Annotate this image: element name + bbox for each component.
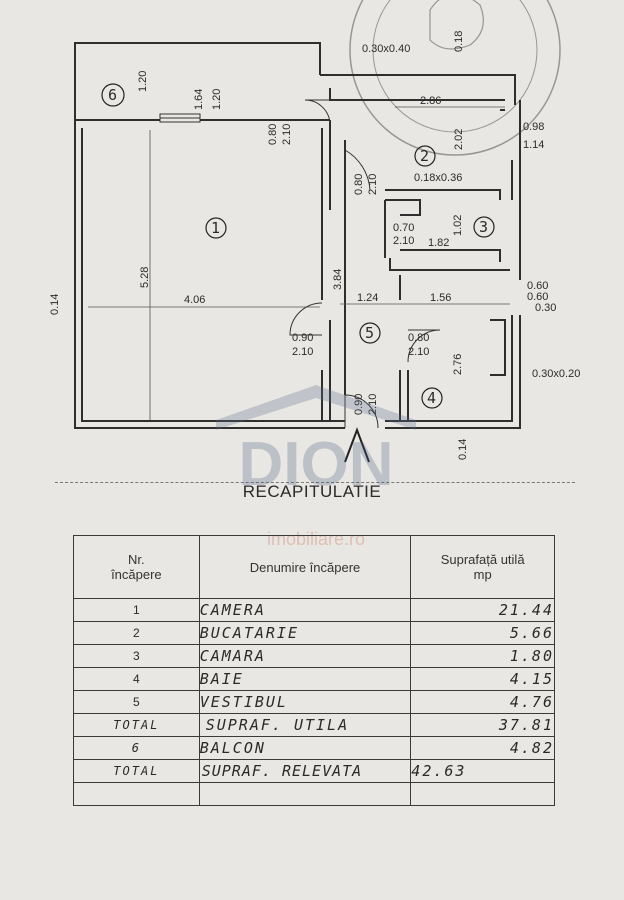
cell-name: CAMERA bbox=[198, 598, 412, 622]
cell-name: BAIE bbox=[198, 667, 412, 691]
table-row: 4 BAIE 4.15 bbox=[73, 667, 555, 691]
dim-label: 0.98 bbox=[523, 121, 544, 133]
dim-label: 0.70 bbox=[393, 222, 414, 234]
table-row: 1 CAMERA 21.44 bbox=[73, 598, 555, 622]
cell-name: SUPRAF. UTILA bbox=[198, 713, 412, 737]
dim-label: 4.06 bbox=[184, 294, 205, 306]
table-row-total-surveyed: TOTAL SUPRAF. RELEVATA 42.63 bbox=[73, 759, 555, 783]
divider bbox=[55, 482, 575, 483]
recap-table: Nr. încăpere Denumire încăpere Suprafață… bbox=[73, 535, 555, 806]
table-row: 5 VESTIBUL 4.76 bbox=[73, 690, 555, 714]
cell-nr: 5 bbox=[73, 690, 200, 714]
room-4-label: 4 bbox=[427, 389, 436, 407]
dim-label: 2.76 bbox=[452, 354, 464, 375]
cell-area: 42.63 bbox=[410, 759, 555, 783]
cell-nr: TOTAL bbox=[73, 759, 200, 783]
cell-nr: 3 bbox=[73, 644, 200, 668]
door-swings bbox=[289, 99, 441, 429]
table-row: 3 CAMARA 1.80 bbox=[73, 644, 555, 668]
watermark-logo: DION imobiliare.ro bbox=[216, 385, 416, 549]
cell-name: CAMARA bbox=[198, 644, 412, 668]
cell-area: 4.82 bbox=[410, 736, 555, 760]
balcony-door bbox=[159, 113, 201, 123]
official-stamp bbox=[349, 0, 561, 156]
dim-label: 0.14 bbox=[457, 439, 469, 460]
dim-label: 1.02 bbox=[452, 215, 464, 236]
recap-title: RECAPITULATIE bbox=[242, 482, 382, 501]
cell-name: BUCATARIE bbox=[198, 621, 412, 645]
room-markers: 1 2 3 4 5 6 bbox=[101, 83, 495, 409]
cell-area: 21.44 bbox=[410, 598, 555, 622]
cell-area: 1.80 bbox=[410, 644, 555, 668]
cell-name: BALCON bbox=[198, 736, 412, 760]
dim-label: 1.14 bbox=[523, 139, 544, 151]
table-row-total-useful: TOTAL SUPRAF. UTILA 37.81 bbox=[73, 713, 555, 737]
dim-label: 0.60 bbox=[527, 291, 548, 303]
dim-label: 1.24 bbox=[357, 292, 378, 304]
dim-label: 1.20 bbox=[137, 71, 149, 92]
dim-label: 1.20 bbox=[211, 89, 223, 110]
room-3-label: 3 bbox=[479, 218, 488, 236]
dim-label: 0.90 bbox=[292, 332, 313, 344]
cell-nr: 2 bbox=[73, 621, 200, 645]
dim-label: 2.86 bbox=[420, 95, 441, 107]
dim-label: 1.56 bbox=[430, 292, 451, 304]
dimension-lines bbox=[88, 106, 510, 420]
room-2-label: 2 bbox=[420, 147, 429, 165]
cell-nr: 6 bbox=[73, 736, 200, 760]
dim-label: 0.30x0.20 bbox=[532, 368, 580, 380]
room-5-label: 5 bbox=[365, 324, 374, 342]
cell-area: 37.81 bbox=[410, 713, 555, 737]
header-room-number: Nr. încăpere bbox=[73, 535, 200, 599]
floor-plan: 1 2 3 4 5 6 0.30x0.40 0.18 2.86 2.02 0.9… bbox=[49, 0, 580, 463]
table-header-row: Nr. încăpere Denumire încăpere Suprafață… bbox=[73, 535, 555, 599]
dim-label: 3.84 bbox=[332, 269, 344, 290]
dim-label: 0.60 bbox=[527, 280, 548, 292]
watermark-brand: DION bbox=[239, 430, 394, 499]
dim-label: 1.82 bbox=[428, 237, 449, 249]
cell-name: SUPRAF. RELEVATA bbox=[198, 759, 412, 783]
dim-label: 5.28 bbox=[139, 267, 151, 288]
dim-label: 2.10 bbox=[408, 346, 429, 358]
dim-label: 0.18x0.36 bbox=[414, 172, 462, 184]
cell-nr bbox=[73, 782, 200, 806]
room-6-label: 6 bbox=[108, 86, 117, 104]
cell-nr: TOTAL bbox=[73, 713, 200, 737]
header-room-name: Denumire încăpere bbox=[198, 535, 412, 599]
dim-label: 2.10 bbox=[292, 346, 313, 358]
header-area: Suprafață utilă mp bbox=[410, 535, 555, 599]
cell-nr: 1 bbox=[73, 598, 200, 622]
cell-area: 4.15 bbox=[410, 667, 555, 691]
dim-label: 0.30 bbox=[535, 302, 556, 314]
table-row: 6 BALCON 4.82 bbox=[73, 736, 555, 760]
table-row: 2 BUCATARIE 5.66 bbox=[73, 621, 555, 645]
dimension-labels: 0.30x0.40 0.18 2.86 2.02 0.98 1.14 1.20 … bbox=[49, 31, 580, 460]
room-1-label: 1 bbox=[211, 219, 220, 237]
dim-label: 2.10 bbox=[393, 235, 414, 247]
dim-label: 1.64 bbox=[193, 89, 205, 110]
dim-label: 0.80 bbox=[267, 124, 279, 145]
cell-area: 5.66 bbox=[410, 621, 555, 645]
dim-label: 0.80 bbox=[353, 174, 365, 195]
dim-label: 0.14 bbox=[49, 294, 61, 315]
dim-label: 0.18 bbox=[453, 31, 465, 52]
cell-name: VESTIBUL bbox=[198, 690, 412, 714]
dim-label: 2.10 bbox=[281, 124, 293, 145]
dim-label: 0.90 bbox=[353, 394, 365, 415]
table-row-empty bbox=[73, 782, 555, 806]
cell-area: 4.76 bbox=[410, 690, 555, 714]
dim-label: 2.02 bbox=[453, 129, 465, 150]
cell-name bbox=[198, 782, 412, 806]
cell-area bbox=[410, 782, 555, 806]
dim-label: 0.30x0.40 bbox=[362, 43, 410, 55]
entrance-arrow-icon bbox=[344, 427, 370, 463]
dim-label: 0.80 bbox=[408, 332, 429, 344]
cell-nr: 4 bbox=[73, 667, 200, 691]
dim-label: 2.10 bbox=[367, 174, 379, 195]
dim-label: 2.10 bbox=[367, 394, 379, 415]
